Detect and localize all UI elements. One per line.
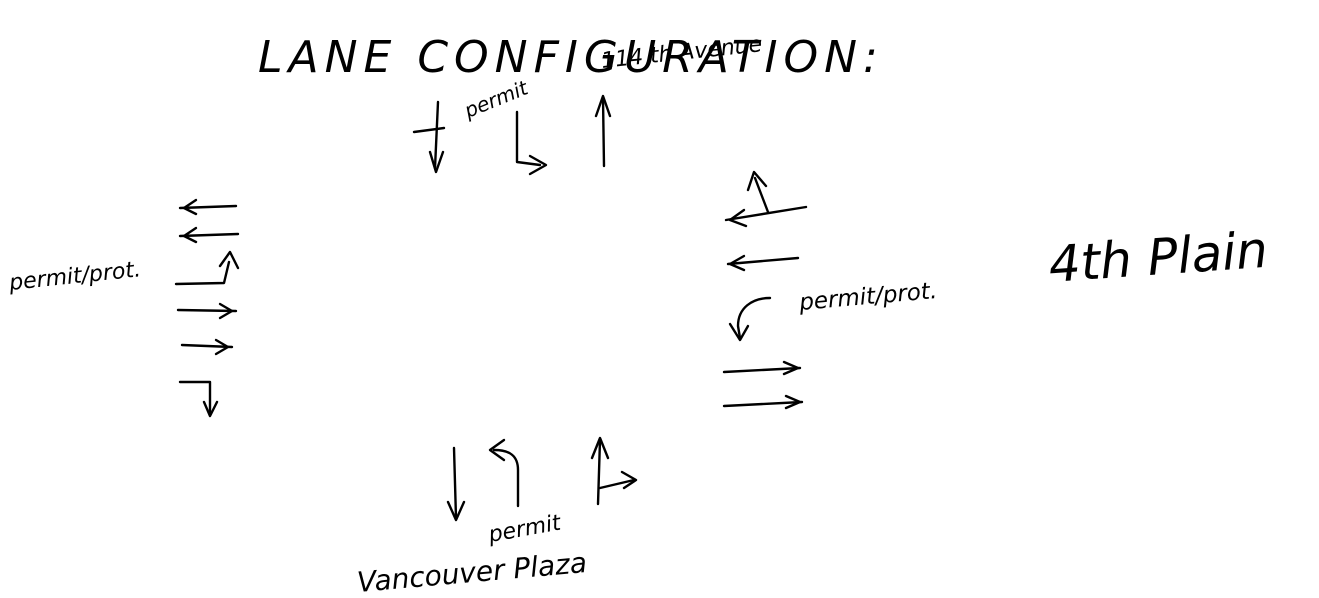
lane-arrow-east-through — [726, 254, 800, 272]
lane-arrow-west-through-1 — [178, 198, 238, 216]
east-approach — [722, 170, 808, 410]
phasing-label-south-left: permit — [486, 510, 564, 548]
street-label-south: Vancouver Plaza — [356, 546, 588, 598]
lane-arrow-south-through — [446, 446, 466, 522]
lane-arrow-north-left — [515, 110, 548, 176]
lane-arrow-west-through-3 — [176, 302, 238, 320]
diagram-title: LANE CONFIGURATION: — [258, 32, 884, 83]
lane-arrow-south-left — [488, 438, 520, 508]
lane-arrow-north-through — [594, 94, 612, 168]
street-label-east: 4th Plain — [1047, 221, 1270, 294]
lane-arrow-west-through-4 — [180, 338, 234, 356]
lane-arrow-south-through-right — [590, 436, 638, 506]
lane-arrow-east-through-3 — [722, 394, 804, 410]
lane-arrow-west-right — [178, 380, 219, 418]
north-approach — [412, 94, 612, 176]
phasing-label-west-left: permit/prot. — [7, 257, 142, 296]
lane-arrow-east-u-turn — [728, 296, 772, 342]
lane-arrow-east-left-through — [724, 170, 808, 228]
lane-arrow-west-through-2 — [178, 226, 240, 244]
lane-arrow-east-through-2 — [722, 360, 802, 376]
lane-arrow-west-left — [174, 250, 240, 286]
lane-arrow-north-through-right — [412, 100, 446, 174]
west-approach — [174, 198, 240, 418]
phasing-label-east-left: permit/prot. — [797, 278, 938, 316]
south-approach — [446, 436, 638, 522]
